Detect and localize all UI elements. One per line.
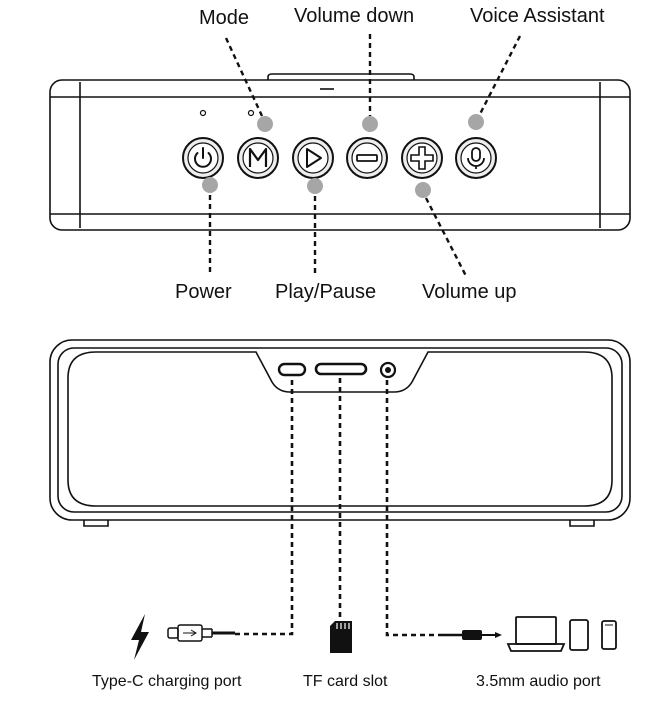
label-mode: Mode xyxy=(199,7,250,29)
callout-marker xyxy=(415,182,431,198)
sd-card-icon xyxy=(330,621,352,653)
leader-line-audio xyxy=(385,380,442,637)
mode-m-icon xyxy=(248,147,268,167)
speaker-top-panel xyxy=(49,73,631,231)
plus-icon xyxy=(410,146,434,170)
type-c-port[interactable] xyxy=(277,362,307,377)
label-voice-assistant: Voice Assistant xyxy=(470,5,605,27)
power-icon xyxy=(194,147,212,168)
phone-icon xyxy=(601,620,617,650)
microphone-icon xyxy=(467,147,485,169)
callout-marker xyxy=(307,178,323,194)
leader-line-type-c xyxy=(235,380,294,636)
label-type-c-port: Type-C charging port xyxy=(92,673,242,690)
speaker-back-panel xyxy=(49,339,631,527)
volume-up-button[interactable] xyxy=(401,137,443,179)
label-power: Power xyxy=(175,281,232,303)
callout-marker xyxy=(468,114,484,130)
mode-button[interactable] xyxy=(237,137,279,179)
leader-line-mode xyxy=(224,37,264,117)
usb-c-cable-icon xyxy=(167,624,235,642)
voice-assistant-button[interactable] xyxy=(455,137,497,179)
tablet-icon xyxy=(569,619,589,651)
play-pause-button[interactable] xyxy=(292,137,334,179)
led-indicator xyxy=(199,109,207,117)
callout-marker xyxy=(202,177,218,193)
callout-markers xyxy=(202,114,484,198)
callout-marker xyxy=(362,116,378,132)
leader-lines-top xyxy=(208,34,522,277)
leader-lines-back xyxy=(235,378,442,637)
aux-plug-icon xyxy=(442,630,502,640)
label-play-pause: Play/Pause xyxy=(275,281,377,303)
lightning-icon xyxy=(131,614,149,660)
led-indicator xyxy=(247,109,255,117)
callout-marker xyxy=(257,116,273,132)
leader-line-voice-assistant xyxy=(478,35,522,115)
label-audio-port: 3.5mm audio port xyxy=(476,673,601,690)
power-button[interactable] xyxy=(182,137,224,179)
volume-down-button[interactable] xyxy=(346,137,388,179)
label-volume-up: Volume up xyxy=(422,281,517,303)
label-tf-card-slot: TF card slot xyxy=(303,673,388,690)
minus-icon xyxy=(356,154,378,162)
label-volume-down: Volume down xyxy=(294,5,415,27)
play-icon xyxy=(306,148,322,168)
audio-jack-port[interactable] xyxy=(379,361,397,379)
leader-line-volume-up xyxy=(424,197,468,277)
tf-card-port[interactable] xyxy=(314,362,368,376)
laptop-icon xyxy=(506,616,566,652)
